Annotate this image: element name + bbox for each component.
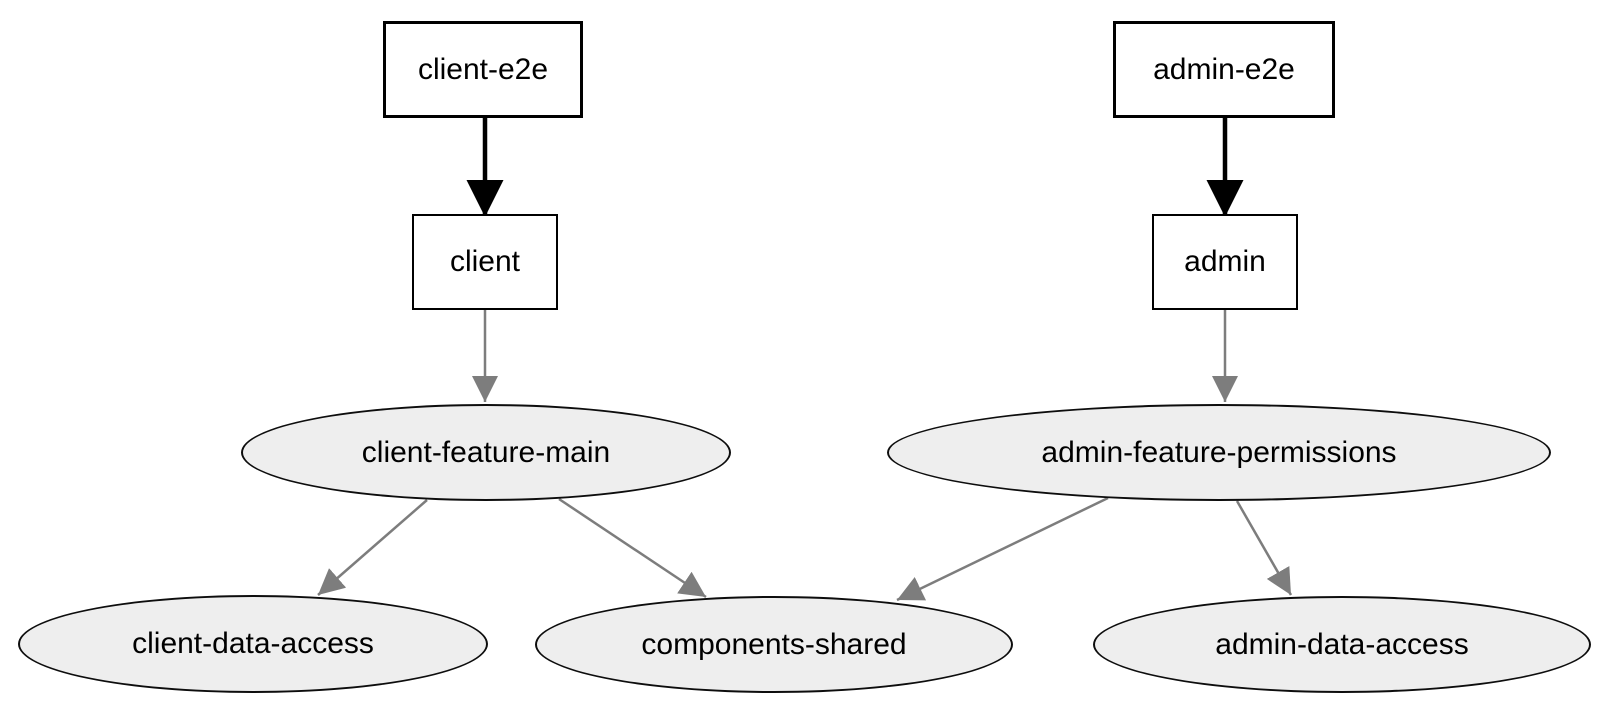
edge-client-feature-main-to-client-data-access <box>317 499 428 596</box>
edge-admin-feature-permissions-to-components-shared <box>896 496 1109 602</box>
node-client-data-access: client-data-access <box>18 595 488 693</box>
edge-admin-feature-permissions-to-admin-data-access <box>1235 500 1293 596</box>
node-label: admin-feature-permissions <box>1041 435 1397 469</box>
node-admin-data-access: admin-data-access <box>1093 596 1591 693</box>
node-client-e2e: client-e2e <box>383 21 583 118</box>
node-label: client-data-access <box>132 627 374 660</box>
node-client: client <box>412 214 558 310</box>
node-label: client-e2e <box>417 52 549 86</box>
node-admin-e2e: admin-e2e <box>1113 21 1335 118</box>
node-label: admin <box>1184 245 1266 278</box>
node-components-shared: components-shared <box>535 596 1013 693</box>
node-label: client-feature-main <box>361 435 611 469</box>
node-label: admin-data-access <box>1215 627 1469 661</box>
node-admin-feature-permissions: admin-feature-permissions <box>887 404 1551 501</box>
node-admin: admin <box>1152 214 1298 310</box>
node-label: admin-e2e <box>1153 52 1295 86</box>
edge-client-feature-main-to-components-shared <box>558 497 707 599</box>
node-label: components-shared <box>641 627 907 661</box>
node-label: client <box>449 245 521 278</box>
node-client-feature-main: client-feature-main <box>241 404 731 501</box>
